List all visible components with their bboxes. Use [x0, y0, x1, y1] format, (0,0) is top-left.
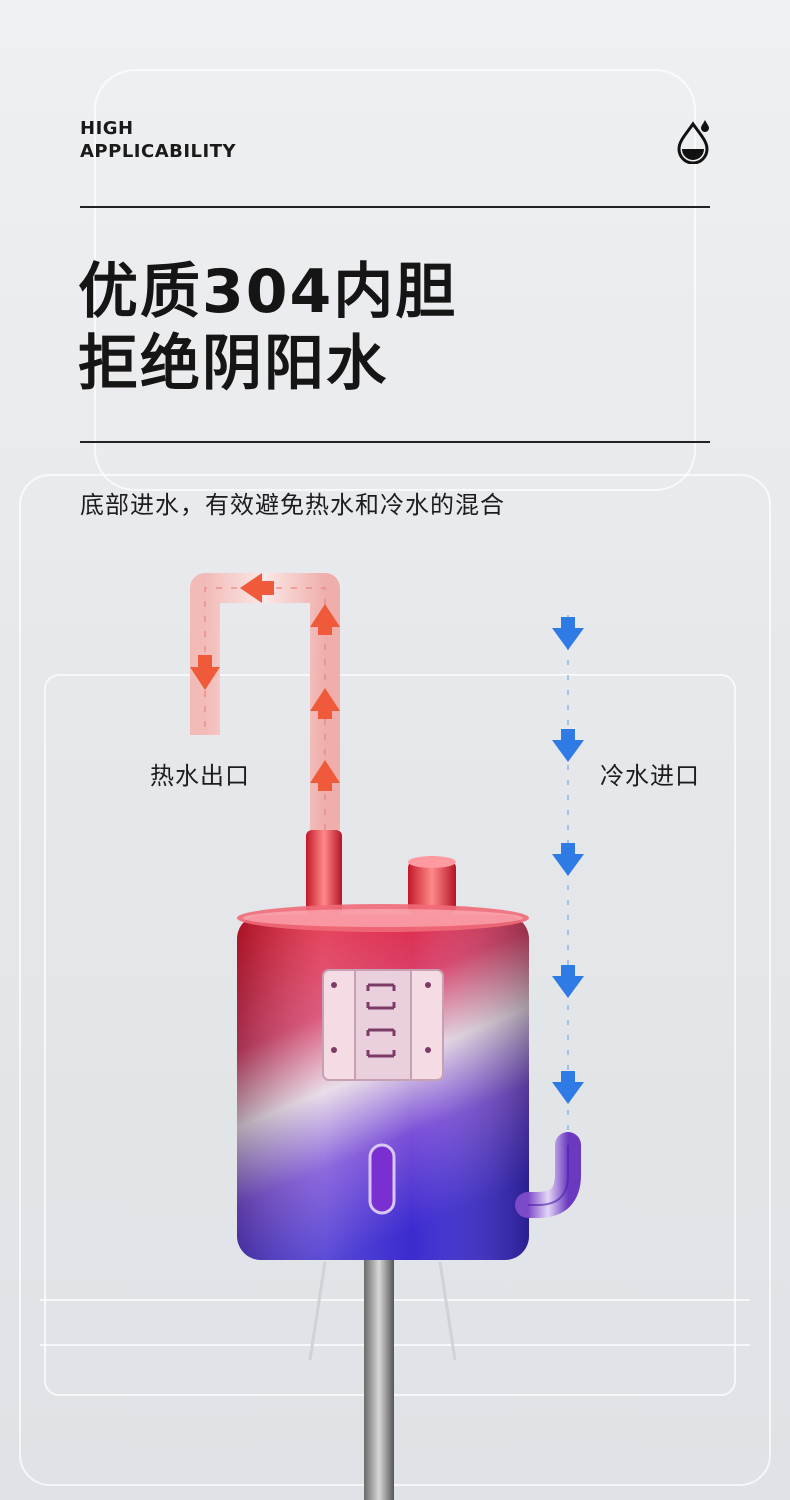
header-english: HIGH APPLICABILITY	[80, 117, 236, 163]
hot-outlet-pipe	[306, 830, 342, 915]
divider-bottom	[80, 441, 710, 443]
title-line-1: 优质304内胆	[78, 257, 458, 327]
subtitle: 底部进水，有效避免热水和冷水的混合	[80, 491, 505, 519]
cold-inlet-label: 冷水进口	[600, 762, 700, 790]
divider-top	[80, 206, 710, 208]
tank-legs	[308, 1261, 457, 1361]
top-port	[408, 860, 456, 915]
stainless-inner-tank	[237, 904, 529, 1260]
cold-flow-arrows	[552, 617, 584, 1104]
water-drop-icon	[677, 120, 709, 164]
hot-outlet-label: 热水出口	[150, 762, 250, 790]
page-title: 优质304内胆 拒绝阴阳水	[78, 256, 457, 400]
sensor-port	[368, 1143, 396, 1215]
support-rod	[364, 1255, 394, 1500]
title-line-2: 拒绝阴阳水	[78, 329, 388, 399]
heating-element-plate	[322, 969, 444, 1081]
header-line-2: APPLICABILITY	[80, 141, 237, 162]
header-line-1: HIGH	[80, 118, 134, 139]
hot-water-pipe	[190, 573, 340, 830]
hot-flow-arrows	[190, 573, 340, 791]
